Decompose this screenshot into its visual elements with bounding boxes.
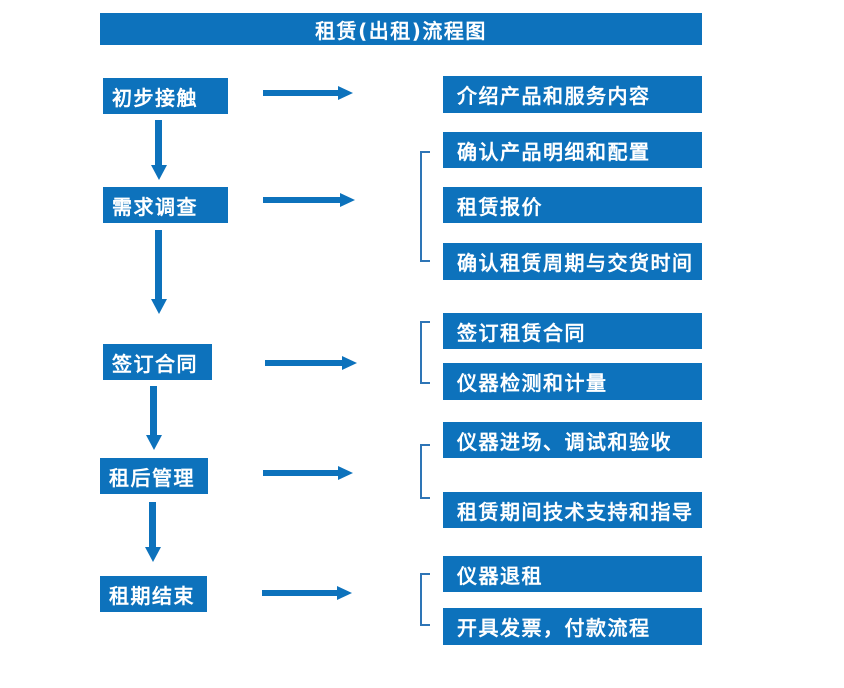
detail-box: 签订租赁合同: [443, 313, 702, 349]
right-arrow-shaft: [263, 197, 341, 203]
down-arrow-shaft: [155, 230, 162, 300]
right-arrow-head: [340, 193, 355, 207]
group-bracket: [420, 151, 430, 262]
right-arrow-head: [338, 86, 353, 100]
right-arrow-shaft: [262, 590, 338, 596]
group-bracket: [420, 321, 430, 384]
detail-box: 介绍产品和服务内容: [443, 76, 702, 113]
detail-box: 开具发票，付款流程: [443, 608, 702, 645]
detail-box: 仪器退租: [443, 556, 702, 592]
down-arrow-shaft: [150, 386, 157, 436]
right-arrow-shaft: [265, 360, 343, 366]
down-arrow: [151, 230, 167, 314]
down-arrow: [145, 502, 161, 562]
down-arrow: [151, 120, 167, 180]
right-arrow: [263, 86, 353, 100]
detail-box: 仪器检测和计量: [443, 363, 702, 400]
right-arrow: [263, 466, 353, 480]
detail-box: 确认产品明细和配置: [443, 132, 702, 168]
step-box-rental-end: 租期结束: [100, 576, 207, 612]
down-arrow-head: [151, 299, 167, 314]
right-arrow-shaft: [263, 90, 339, 96]
step-box-initial-contact: 初步接触: [103, 78, 228, 114]
right-arrow: [262, 586, 352, 600]
down-arrow: [146, 386, 162, 450]
down-arrow-head: [151, 165, 167, 180]
step-box-post-rental-management: 租后管理: [100, 458, 208, 494]
down-arrow-head: [146, 435, 162, 450]
right-arrow-shaft: [263, 470, 339, 476]
right-arrow: [263, 193, 355, 207]
right-arrow-head: [338, 466, 353, 480]
step-box-demand-survey: 需求调查: [103, 187, 228, 223]
detail-box: 确认租赁周期与交货时间: [443, 243, 702, 280]
right-arrow-head: [337, 586, 352, 600]
detail-box: 租赁期间技术支持和指导: [443, 492, 702, 528]
group-bracket: [420, 444, 430, 499]
right-arrow-head: [342, 356, 357, 370]
group-bracket: [420, 573, 430, 626]
right-arrow: [265, 356, 357, 370]
down-arrow-head: [145, 547, 161, 562]
detail-box: 租赁报价: [443, 187, 702, 223]
flowchart-title: 租赁(出租)流程图: [100, 13, 702, 45]
step-box-sign-contract: 签订合同: [103, 344, 212, 380]
detail-box: 仪器进场、调试和验收: [443, 422, 702, 458]
down-arrow-shaft: [149, 502, 156, 548]
down-arrow-shaft: [155, 120, 162, 166]
